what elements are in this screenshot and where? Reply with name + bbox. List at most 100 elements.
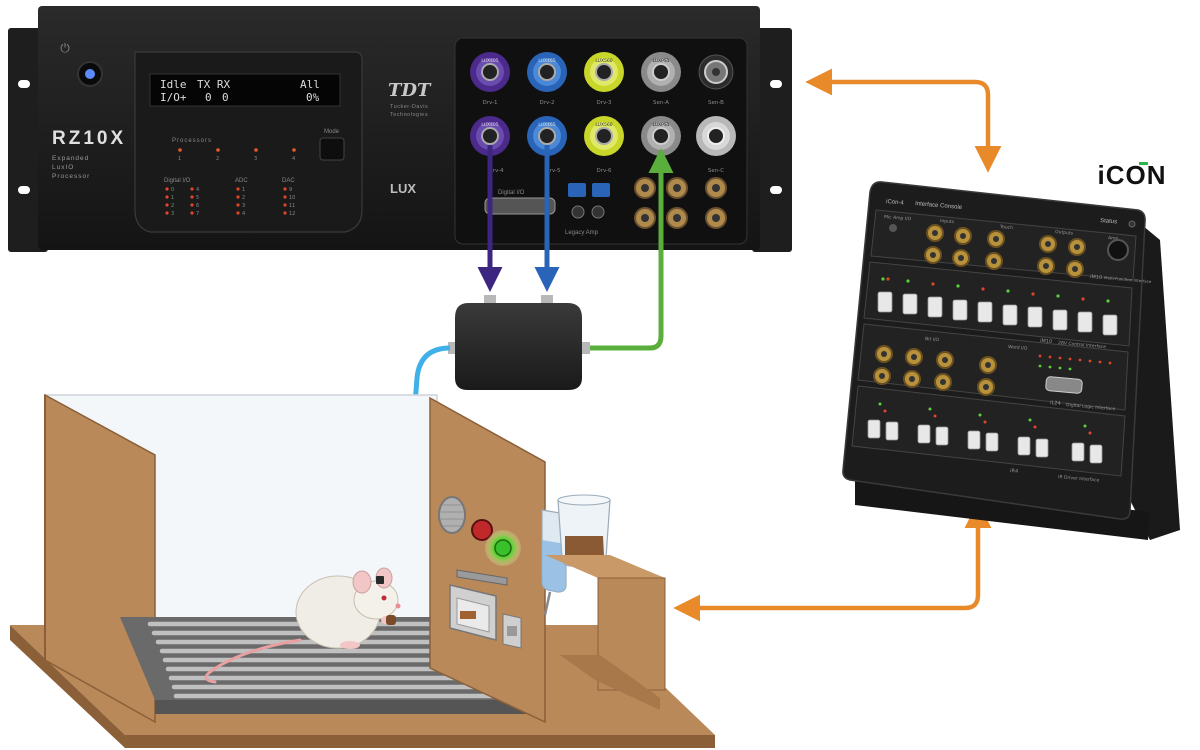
svg-text:3: 3 bbox=[171, 211, 174, 217]
svg-text:LUX560: LUX560 bbox=[595, 122, 612, 128]
svg-text:iR4: iR4 bbox=[1010, 468, 1019, 475]
svg-text:Mic Amp I/O: Mic Amp I/O bbox=[884, 214, 912, 222]
db25-connector bbox=[484, 197, 556, 215]
port-drv-5: LUX465 Drv-5 bbox=[527, 116, 567, 174]
fiber-connector-blue-2 bbox=[592, 183, 610, 197]
legacy-amp-connector bbox=[571, 205, 585, 219]
mouse-tail bbox=[204, 638, 302, 684]
svg-text:3: 3 bbox=[254, 156, 257, 162]
right-panel-wall bbox=[429, 396, 546, 724]
model-desc-1: Expanded bbox=[52, 155, 89, 162]
mouse-eye bbox=[381, 595, 387, 601]
mode-button[interactable] bbox=[319, 137, 345, 161]
svg-text:Sen-B: Sen-B bbox=[708, 100, 724, 106]
icon-logo: iCON bbox=[1098, 160, 1167, 190]
svg-text:LUX560: LUX560 bbox=[595, 58, 612, 64]
fiber-optic-minicube bbox=[448, 295, 590, 390]
svg-text:28V Control Interface: 28V Control Interface bbox=[1058, 340, 1107, 350]
icon-logo-accent bbox=[1139, 162, 1148, 165]
fiber-connector-blue-1 bbox=[568, 183, 586, 197]
console-base bbox=[855, 478, 1150, 540]
dac-leds: 9 10 11 12 bbox=[283, 187, 295, 217]
processor-leds: 1 2 3 4 bbox=[178, 148, 296, 162]
svg-text:4: 4 bbox=[292, 156, 295, 162]
svg-text:iM10: iM10 bbox=[1090, 274, 1103, 281]
svg-text:Word I/O: Word I/O bbox=[1008, 344, 1028, 352]
model-desc-2: LuxIO bbox=[52, 164, 74, 171]
display-rx: 0 bbox=[222, 91, 229, 104]
response-lever[interactable] bbox=[456, 569, 508, 586]
svg-text:Sen-A: Sen-A bbox=[653, 100, 669, 106]
digital-io-port-label: Digital I/O bbox=[498, 190, 525, 196]
bnc-cluster bbox=[634, 177, 727, 229]
svg-text:3: 3 bbox=[242, 203, 245, 209]
svg-text:12: 12 bbox=[289, 211, 295, 217]
display-pct: 0% bbox=[306, 91, 320, 104]
legacy-amp-label: Legacy Amp bbox=[565, 230, 599, 236]
display-status: Idle bbox=[160, 78, 187, 91]
digital-io-label: Digital I/O bbox=[164, 178, 191, 184]
svg-text:Drv-5: Drv-5 bbox=[545, 168, 561, 174]
vfd-display bbox=[149, 73, 341, 107]
display-txrx: TX RX bbox=[197, 78, 230, 91]
svg-text:9: 9 bbox=[289, 187, 292, 193]
svg-text:LUX405: LUX405 bbox=[481, 122, 498, 128]
svg-text:Inputs: Inputs bbox=[940, 218, 955, 225]
svg-text:4: 4 bbox=[242, 211, 245, 217]
db25-port bbox=[1045, 376, 1083, 394]
mode-label: Mode bbox=[324, 129, 340, 135]
svg-text:Drv-3: Drv-3 bbox=[596, 100, 612, 106]
svg-text:Drv-2: Drv-2 bbox=[539, 100, 554, 106]
port-sen-a: LUXPS1 Sen-A bbox=[641, 52, 681, 106]
svg-text:iM10: iM10 bbox=[1040, 338, 1053, 345]
svg-text:0: 0 bbox=[171, 187, 174, 193]
display-tx: 0 bbox=[205, 91, 212, 104]
svg-text:Drv-6: Drv-6 bbox=[596, 168, 612, 174]
svg-text:2: 2 bbox=[216, 156, 219, 162]
implant-headcap bbox=[376, 576, 384, 584]
rz10x-processor: ⏻ RZ10X Expanded LuxIO Processor Idle TX… bbox=[8, 6, 792, 252]
port-drv-4: LUX405 Drv-4 bbox=[470, 116, 510, 174]
fiber-cable-green bbox=[590, 148, 674, 351]
arrow-rz10x-icon bbox=[805, 68, 1002, 173]
mouse bbox=[204, 567, 401, 684]
svg-text:Drv-4: Drv-4 bbox=[488, 168, 504, 174]
lux-logo: LUX bbox=[390, 181, 416, 196]
port-sen-c: Sen-C bbox=[696, 116, 736, 174]
svg-text:Amp: Amp bbox=[1108, 235, 1119, 242]
floor-front-rail bbox=[155, 700, 527, 714]
svg-text:iL24: iL24 bbox=[1050, 400, 1061, 407]
brand-line-2: Technologies bbox=[390, 112, 428, 118]
mouse-nose bbox=[395, 603, 401, 609]
display-io: I/O+ bbox=[160, 91, 187, 104]
module-multifunction: Mic Amp I/O Inputs Touch Outputs Amp iM1… bbox=[870, 209, 1152, 284]
model-desc-3: Processor bbox=[52, 173, 90, 180]
rack-hole bbox=[770, 80, 782, 88]
shelf-top bbox=[545, 555, 665, 578]
power-led bbox=[85, 69, 95, 79]
port-drv-3: LUX560 Drv-3 bbox=[584, 52, 624, 106]
cue-light-red bbox=[471, 519, 493, 541]
svg-text:IR Driver Interface: IR Driver Interface bbox=[1058, 474, 1100, 484]
rack-hole bbox=[18, 80, 30, 88]
console-subtitle: Interface Console bbox=[915, 201, 963, 211]
mouse-ear bbox=[352, 570, 372, 594]
port-sensor-2: LUXPS1 bbox=[641, 116, 681, 156]
svg-text:Drv-1: Drv-1 bbox=[482, 100, 497, 106]
status-led bbox=[1128, 220, 1136, 228]
amp-knob[interactable] bbox=[1107, 239, 1129, 261]
svg-text:1: 1 bbox=[171, 195, 174, 201]
shelf-front bbox=[597, 577, 666, 691]
svg-text:7: 7 bbox=[196, 211, 199, 217]
model-name: RZ10X bbox=[52, 128, 126, 149]
port-drv-2: LUX465 Drv-2 bbox=[527, 52, 567, 106]
dac-label: DAC bbox=[282, 178, 295, 184]
adc-label: ADC bbox=[235, 178, 248, 184]
svg-text:LUX465: LUX465 bbox=[538, 58, 555, 64]
speaker-grille bbox=[438, 496, 466, 534]
svg-text:LUX465: LUX465 bbox=[538, 122, 555, 128]
svg-text:2: 2 bbox=[171, 203, 174, 209]
svg-text:Sen-C: Sen-C bbox=[708, 168, 724, 174]
svg-text:LUXPS1: LUXPS1 bbox=[652, 58, 669, 64]
